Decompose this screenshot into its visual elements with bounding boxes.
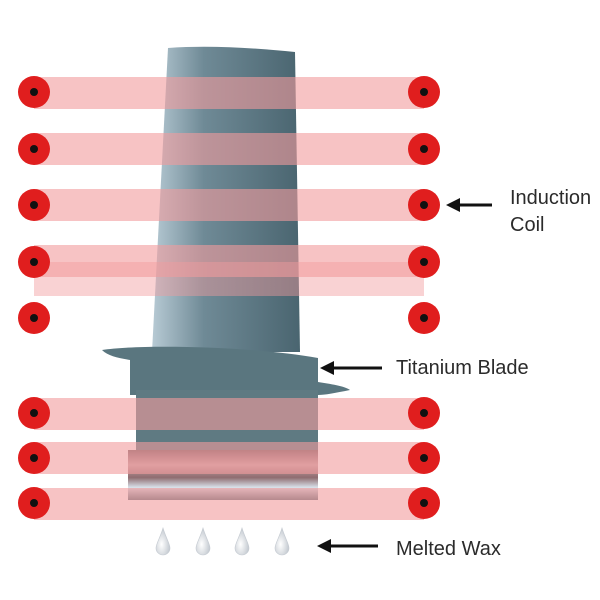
- coil-terminal-icon: [18, 442, 50, 474]
- titanium-blade-arrow-icon: [320, 361, 382, 375]
- titanium-blade-label: Titanium Blade: [396, 357, 529, 379]
- melted-wax-drops: [155, 526, 290, 556]
- melted-wax-arrow-icon: [317, 539, 378, 553]
- coil-band: [34, 77, 424, 109]
- coil-terminal-icon: [408, 487, 440, 519]
- coil-terminal-icon: [18, 133, 50, 165]
- coil-terminal-icon: [408, 133, 440, 165]
- coil-band: [34, 442, 424, 474]
- coil-terminal-icon: [408, 397, 440, 429]
- wax-drop-icon: [274, 526, 290, 556]
- coil-terminal-icon: [18, 487, 50, 519]
- coil-terminal-icon: [408, 189, 440, 221]
- induction-coil: [34, 77, 424, 520]
- wax-drop-icon: [234, 526, 250, 556]
- induction-coil-label-line2: Coil: [510, 214, 545, 236]
- coil-band: [34, 189, 424, 221]
- coil-band: [34, 262, 424, 296]
- coil-band: [34, 245, 424, 277]
- coil-band: [34, 488, 424, 520]
- pointer-arrows: [317, 198, 492, 553]
- coil-terminal-icon: [18, 246, 50, 278]
- coil-terminal-icon: [408, 442, 440, 474]
- coil-terminal-icon: [408, 246, 440, 278]
- coil-terminal-icon: [18, 76, 50, 108]
- coil-terminal-icon: [408, 76, 440, 108]
- coil-terminal-icon: [18, 302, 50, 334]
- induction-coil-arrow-icon: [446, 198, 492, 212]
- coil-terminal-icon: [18, 397, 50, 429]
- coil-band: [34, 398, 424, 430]
- coil-terminals: [18, 76, 440, 519]
- wax-drop-icon: [155, 526, 171, 556]
- wax-drop-icon: [195, 526, 211, 556]
- melted-wax-label: Melted Wax: [396, 538, 501, 560]
- coil-terminal-icon: [18, 189, 50, 221]
- coil-terminal-icon: [408, 302, 440, 334]
- coil-band: [34, 133, 424, 165]
- induction-coil-label-line1: Induction: [510, 187, 592, 209]
- blade-platform: [102, 346, 350, 395]
